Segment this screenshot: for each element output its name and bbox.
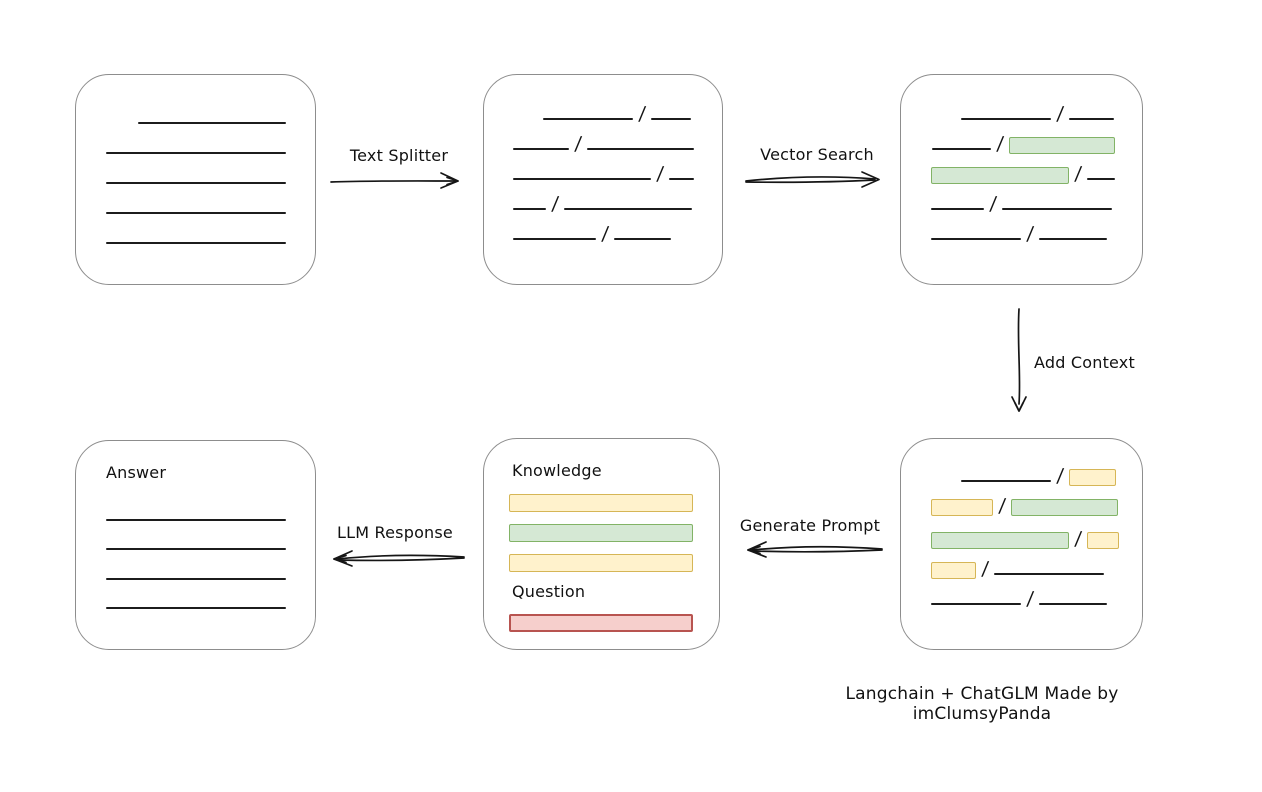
text-line [564,208,693,210]
chunk-separator: / [995,133,1005,155]
chunk-separator: / [1025,223,1035,245]
text-line [106,607,286,609]
text-line [1069,118,1115,120]
context-chunk-yellow [1087,532,1120,549]
text-line [651,118,692,120]
text-line [587,148,695,150]
text-line [543,118,633,120]
answer-box: Answer [75,440,316,650]
llm-response-label: LLM Response [337,523,453,542]
text-line [106,578,286,580]
text-line [994,573,1105,575]
chunk-separator: / [600,223,610,245]
text-line [1039,238,1108,240]
matched-chunk-green [931,167,1069,184]
text-chunk-row: / [931,193,1113,215]
text-chunk-row: / [543,103,692,125]
text-line [106,519,286,521]
footer-credit: Langchain + ChatGLM Made by imClumsyPand… [845,684,1119,724]
text-line [1039,603,1108,605]
answer-label: Answer [106,463,167,482]
text-chunk-row: / [932,133,1116,155]
generate-prompt-arrow [747,541,883,558]
text-line [513,208,546,210]
text-line [106,548,286,550]
text-line [932,148,991,150]
text-chunk-row: / [931,163,1116,185]
add-context-arrow [1011,308,1027,412]
text-splitter-arrow [330,172,459,189]
matched-chunk-green [1009,137,1116,154]
context-chunks-box: / / / / / [900,438,1143,650]
vector-search-label: Vector Search [760,145,874,164]
context-chunk-yellow [1069,469,1117,486]
context-chunk-yellow [931,562,976,579]
text-line [1087,178,1116,180]
chunk-separator: / [1055,103,1065,125]
generate-prompt-label: Generate Prompt [739,516,881,535]
chunk-separator: / [1055,465,1065,487]
text-chunk-row: / [513,163,695,185]
vector-search-arrow [745,171,880,188]
question-chunk-red [509,614,693,632]
chunk-separator: / [655,163,665,185]
text-chunk-row: / [961,103,1115,125]
chunk-separator: / [988,193,998,215]
add-context-label: Add Context [1034,353,1135,372]
text-line [513,238,596,240]
text-chunk-row: / [961,465,1117,487]
text-chunk-row: / [931,495,1119,517]
text-line [106,212,286,214]
chunk-separator: / [1025,588,1035,610]
text-line [669,178,695,180]
text-line [931,603,1021,605]
text-chunk-row: / [513,133,695,155]
text-splitter-label: Text Splitter [349,146,449,165]
chunk-separator: / [980,558,990,580]
knowledge-label: Knowledge [512,461,602,480]
text-line [513,148,569,150]
text-line [513,178,651,180]
matched-chunk-green [1011,499,1119,516]
knowledge-chunk-yellow [509,554,693,572]
context-chunk-yellow [931,499,993,516]
text-line [138,122,286,124]
chunk-separator: / [637,103,647,125]
text-line [614,238,672,240]
source-document-box [75,74,316,285]
prompt-box: Knowledge Question [483,438,720,650]
text-line [961,118,1051,120]
text-line [931,238,1021,240]
text-chunk-row: / [931,528,1120,550]
vector-search-result-box: / / / / / [900,74,1143,285]
text-line [961,480,1051,482]
llm-response-arrow [333,550,465,567]
text-line [1002,208,1113,210]
chunk-separator: / [550,193,560,215]
text-line [106,152,286,154]
text-line [106,242,286,244]
chunk-separator: / [997,495,1007,517]
text-chunk-row: / [931,223,1108,245]
question-label: Question [512,582,586,601]
split-text-box: / / / / / [483,74,723,285]
text-chunk-row: / [513,223,672,245]
chunk-separator: / [1073,163,1083,185]
text-chunk-row: / [513,193,693,215]
knowledge-chunk-yellow [509,494,693,512]
text-line [106,182,286,184]
text-chunk-row: / [931,558,1105,580]
chunk-separator: / [1073,528,1083,550]
matched-chunk-green [931,532,1069,549]
chunk-separator: / [573,133,583,155]
knowledge-chunk-green [509,524,693,542]
text-chunk-row: / [931,588,1108,610]
text-line [931,208,984,210]
